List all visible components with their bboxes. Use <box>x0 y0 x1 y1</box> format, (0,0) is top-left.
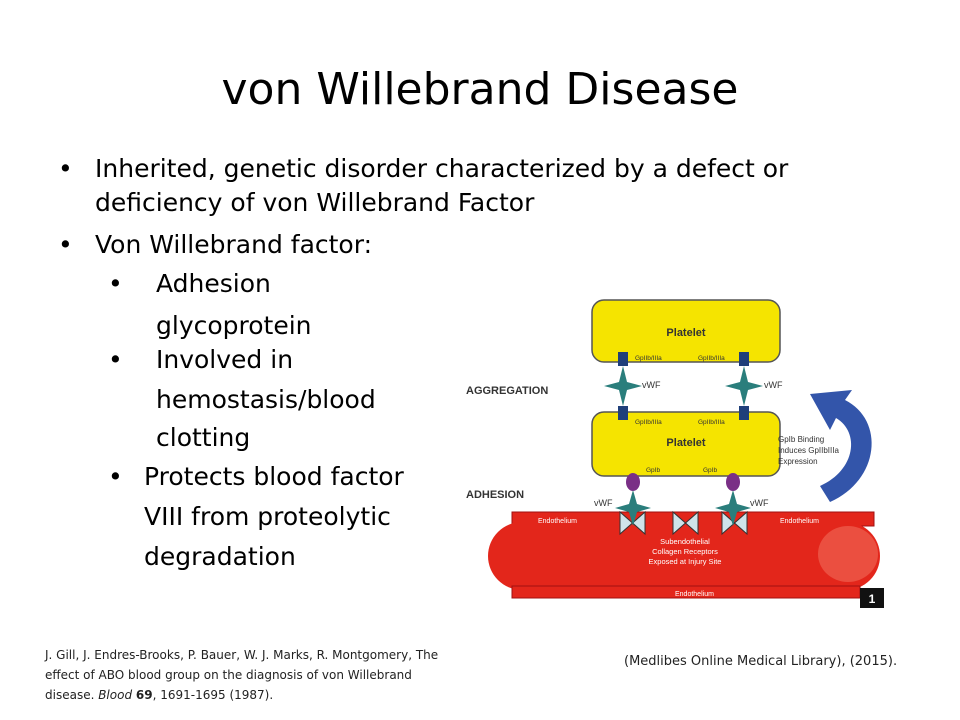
citation-text: J. Gill, J. Endres-Brooks, P. Bauer, W. … <box>45 648 439 702</box>
vwf-icon <box>725 366 763 406</box>
sub-bullet-line: Protects blood factor <box>144 462 404 491</box>
sub-bullet-line: degradation <box>144 542 296 571</box>
image-credit: (Medlibes Online Medical Library), (2015… <box>624 654 898 669</box>
sub-bullet-line: Involved in <box>156 345 294 374</box>
aggregation-label: AGGREGATION <box>466 385 548 397</box>
gpiib-receptor-icon <box>739 406 749 420</box>
vessel-highlight <box>818 526 878 582</box>
platelet-label: Platelet <box>666 327 705 339</box>
binding-label: GpIb Binding <box>778 435 824 444</box>
platelet-bottom <box>591 411 781 477</box>
vwf-icon <box>604 366 642 406</box>
figure-number-badge <box>860 588 884 608</box>
vwf-icon <box>615 490 651 526</box>
collagen-receptor-icon <box>721 510 748 536</box>
sub-bullet-line: VIII from proteolytic <box>144 502 391 531</box>
curved-arrow-icon <box>810 390 872 502</box>
slide-title: von Willebrand Disease <box>221 64 739 115</box>
receptor-label: Collagen Receptors <box>652 547 718 556</box>
vwf-label: vWF <box>750 498 769 508</box>
bullet-dot: • <box>108 345 123 374</box>
vwf-label: vWF <box>594 498 613 508</box>
bullet-text: Inherited, genetic disorder characterize… <box>95 154 789 217</box>
endothelium-label: Endothelium <box>780 518 819 525</box>
vwf-icon <box>715 490 751 526</box>
bullet-dot: • <box>58 230 73 259</box>
sub-bullet-line: clotting <box>156 423 251 452</box>
gpiib-receptor-icon <box>618 352 628 366</box>
gpiib-receptor-icon <box>739 352 749 366</box>
citation-journal: Blood <box>98 688 133 702</box>
sub-bullet-line: Adhesion <box>156 269 271 298</box>
adhesion-label: ADHESION <box>466 489 524 501</box>
gpiib-label: GpIIb/IIIa <box>698 355 725 362</box>
gpiib-label: GpIIb/IIIa <box>698 419 725 426</box>
gpiib-receptor-icon <box>618 406 628 420</box>
citation-pages: , 1691-1695 (1987). <box>152 688 274 702</box>
gpib-label: GpIb <box>646 467 660 474</box>
receptor-label: Exposed at Injury Site <box>649 557 722 566</box>
citation-volume: 69 <box>135 688 153 702</box>
endothelium-label: Endothelium <box>538 518 577 525</box>
blood-vessel <box>488 522 880 590</box>
vwf-diagram: Endothelium Endothelium Endothelium Sube… <box>460 290 890 610</box>
binding-label: Expression <box>778 457 818 466</box>
figure-number: 1 <box>869 592 876 606</box>
vwf-label: vWF <box>642 380 661 390</box>
bullet-dot: • <box>108 462 123 491</box>
citation: J. Gill, J. Endres-Brooks, P. Bauer, W. … <box>45 645 455 705</box>
bullet-dot: • <box>108 269 123 298</box>
gpiib-label: GpIIb/IIIa <box>635 355 662 362</box>
gpiib-label: GpIIb/IIIa <box>635 419 662 426</box>
binding-label: Induces GpIIbIIIa <box>778 446 839 455</box>
gpib-receptor-icon <box>726 473 740 491</box>
receptor-label: Subendothelial <box>660 537 710 546</box>
vwf-diagram-svg: Endothelium Endothelium Endothelium Sube… <box>466 299 884 608</box>
platelet-label: Platelet <box>666 437 705 449</box>
bullet-dot: • <box>58 154 73 183</box>
sub-bullet-line: glycoprotein <box>156 311 312 340</box>
sub-bullet-line: hemostasis/blood <box>156 385 376 414</box>
platelet-top <box>591 299 781 363</box>
bullet-text: Von Willebrand factor: <box>95 230 372 259</box>
gpib-label: GpIb <box>703 467 717 474</box>
collagen-receptor-icon <box>672 510 699 536</box>
vwf-label: vWF <box>764 380 783 390</box>
gpib-receptor-icon <box>626 473 640 491</box>
endothelium-label: Endothelium <box>675 591 714 598</box>
